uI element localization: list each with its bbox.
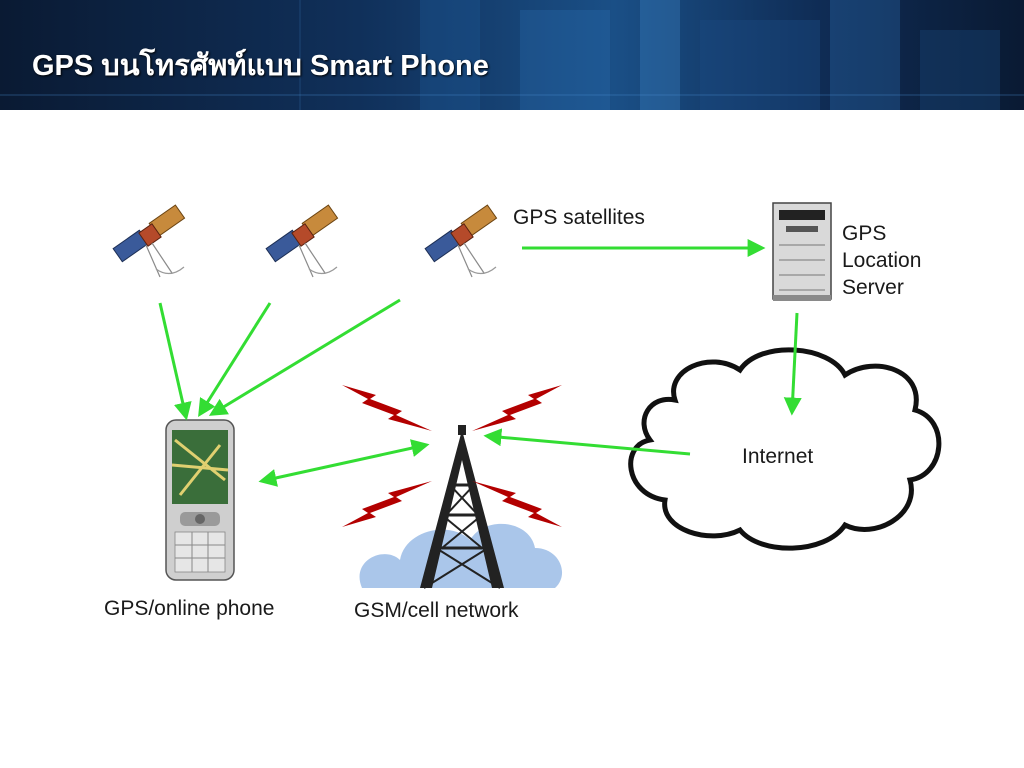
header-background-decoration: [0, 0, 1024, 110]
internet-to-tower-arrow: [483, 428, 691, 456]
phone-label: GPS/online phone: [104, 597, 274, 620]
server-to-internet-arrow: [783, 312, 802, 416]
signal-bolt-icon: [342, 481, 432, 527]
satellite-to-phone-arrow: [208, 298, 401, 416]
internet-label: Internet: [742, 445, 813, 468]
signal-bolt-icon: [472, 385, 562, 431]
gsm-tower-icon: [359, 425, 563, 589]
gps-satellites-label: GPS satellites: [513, 206, 645, 229]
signal-bolt-icon: [342, 385, 432, 431]
slide-title: GPS บนโทรศัพท์แบบ Smart Phone: [32, 50, 489, 82]
satellite-to-phone-arrow: [198, 302, 272, 418]
smartphone-icon: [165, 419, 235, 581]
gps-satellite-icon: [424, 204, 498, 278]
slide-header: GPS บนโทรศัพท์แบบ Smart Phone: [0, 0, 1024, 110]
server-label-line-1: GPS: [842, 222, 886, 245]
network-label: GSM/cell network: [354, 599, 519, 622]
gps-satellite-icon: [265, 204, 339, 278]
satellite-to-phone-arrow: [158, 302, 192, 421]
location-server-icon: [772, 202, 832, 301]
server-label-line-2: Location: [842, 249, 921, 272]
server-label-line-3: Server: [842, 276, 904, 299]
gps-satellite-icon: [112, 204, 186, 278]
phone-tower-arrow: [258, 439, 430, 487]
